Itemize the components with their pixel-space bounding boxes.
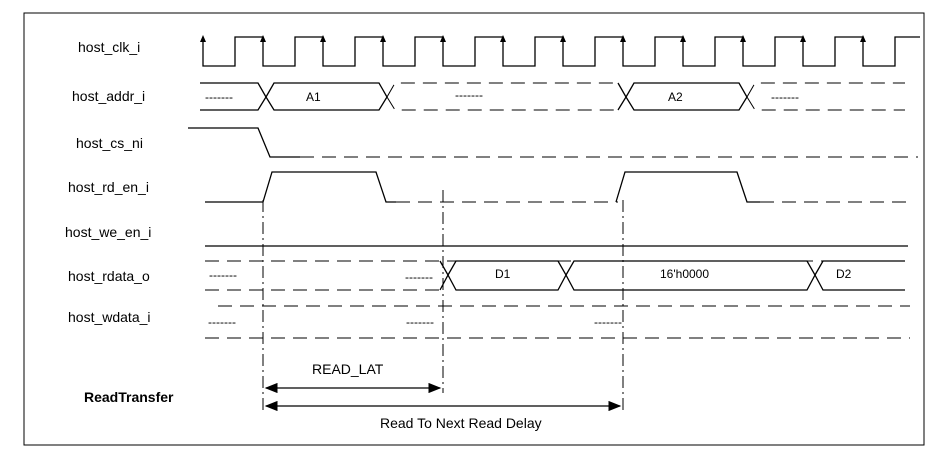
- we-en-waveform: [205, 245, 908, 262]
- rd-en-waveform: [205, 171, 908, 203]
- clk-waveform: [200, 35, 920, 67]
- rdata-d2: D2: [836, 267, 852, 281]
- section-label: ReadTransfer: [84, 389, 174, 405]
- signal-name-addr: host_addr_i: [72, 88, 145, 104]
- signal-name-clk: host_clk_i: [78, 39, 140, 55]
- addr-a1: A1: [306, 90, 321, 104]
- rdata-zero: 16'h0000: [660, 267, 709, 281]
- rdata-waveform: [205, 260, 905, 291]
- rdata-d1: D1: [495, 267, 511, 281]
- next-read-label: Read To Next Read Delay: [380, 415, 542, 431]
- signal-name-rd-en: host_rd_en_i: [68, 179, 149, 195]
- wdata-waveform: [205, 305, 910, 339]
- wdata-idle-3: -------: [594, 315, 622, 329]
- diagram-frame: [23, 12, 925, 446]
- rdata-idle-1: -------: [209, 268, 237, 282]
- addr-idle-2: -------: [455, 88, 483, 102]
- read-lat-label: READ_LAT: [312, 361, 384, 377]
- addr-waveform: [200, 82, 905, 111]
- wdata-idle-1: -------: [208, 315, 236, 329]
- addr-idle-1: -------: [205, 90, 233, 104]
- signal-name-wdata: host_wdata_i: [68, 309, 151, 325]
- cs-waveform: [188, 127, 918, 158]
- signal-name-we-en: host_we_en_i: [65, 224, 151, 240]
- addr-a2: A2: [668, 90, 683, 104]
- signal-name-cs: host_cs_ni: [76, 135, 143, 151]
- rdata-idle-2: -------: [405, 270, 433, 284]
- wdata-idle-2: -------: [406, 315, 434, 329]
- signal-name-rdata: host_rdata_o: [68, 268, 150, 284]
- addr-idle-3: -------: [771, 90, 799, 104]
